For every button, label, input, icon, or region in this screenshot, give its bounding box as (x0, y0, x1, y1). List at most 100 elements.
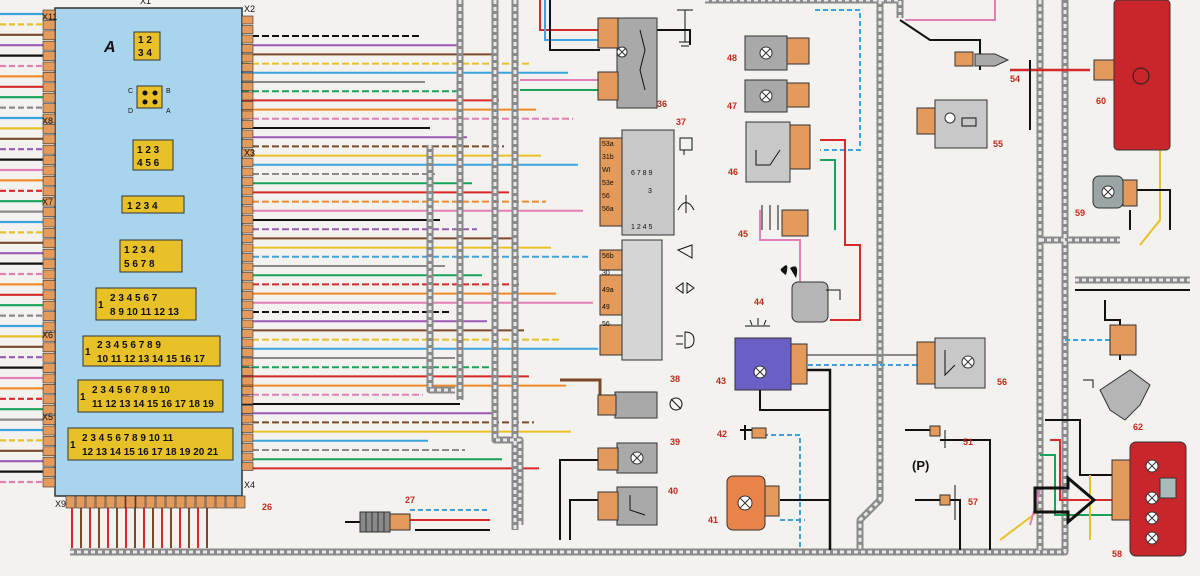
pin (241, 376, 254, 386)
component-55-switch (916, 99, 988, 149)
pin (105, 495, 116, 509)
pin (42, 51, 56, 61)
pin (42, 20, 56, 30)
pin (42, 155, 56, 165)
pin (125, 495, 136, 509)
label-26: 26 (262, 502, 272, 512)
pin (241, 243, 254, 253)
pin (241, 110, 254, 120)
connector-x7-label: X7 (42, 197, 53, 207)
pin (115, 495, 126, 509)
pin (42, 300, 56, 311)
pin (225, 495, 236, 509)
component-60-lamp (1093, 0, 1171, 151)
pin (42, 248, 56, 259)
pin (241, 158, 254, 167)
pin (42, 446, 56, 457)
washer-icon (679, 137, 693, 155)
component-59-lamp (1092, 175, 1138, 209)
right-pin-strip (241, 15, 254, 471)
pinout-13-row1: 2 3 4 5 6 7 (110, 293, 158, 304)
pin (42, 207, 56, 217)
pinout-21-row2: 12 13 14 15 16 17 18 19 20 21 (82, 447, 219, 458)
component-54-sensor (954, 51, 1010, 67)
pin (42, 176, 56, 186)
pin (42, 40, 56, 51)
pin (42, 269, 56, 280)
pinout-21-row1: 2 3 4 5 6 7 8 9 10 11 (82, 433, 174, 444)
block-title: A (103, 39, 116, 56)
pin (241, 53, 254, 63)
pin (241, 72, 254, 82)
label-56: 56 (997, 377, 1007, 387)
component-43-module (734, 318, 808, 391)
pin (42, 113, 56, 124)
pin (241, 101, 254, 110)
pinout-17-lead: 1 (85, 347, 91, 358)
pinout-2x4-row2: 5 6 7 8 (124, 259, 155, 270)
pin (241, 91, 254, 101)
component-27-sensor (345, 511, 411, 533)
pin (195, 495, 206, 509)
pinout-round-c: C (128, 88, 133, 95)
switch37-pin-label: 53e (602, 180, 614, 187)
pin (241, 253, 254, 262)
label-59: 59 (1075, 208, 1085, 218)
pin (241, 367, 254, 376)
switch37-pin-label: 53a (602, 141, 614, 148)
label-36: 36 (657, 99, 667, 109)
pin (241, 25, 254, 34)
connector-x1-label: X1 (140, 0, 151, 6)
pin (42, 196, 56, 207)
pin (241, 452, 254, 462)
pin (42, 61, 56, 72)
pin (175, 495, 186, 509)
pin (241, 386, 254, 395)
pin (42, 280, 56, 290)
component-56-relay (916, 337, 986, 389)
pinout-2x4: 1 2 3 4 5 6 7 8 (119, 239, 183, 273)
pin (42, 436, 56, 446)
component-48-lamp (744, 35, 810, 71)
pin (85, 495, 96, 509)
turn-signal-icon (675, 282, 695, 294)
headlight-icon (676, 331, 695, 349)
label-27: 27 (405, 495, 415, 505)
pinout-13-lead: 1 (98, 300, 104, 311)
switch37-grid-mid: 3 (648, 188, 652, 195)
right-wire-bundle (71, 35, 598, 548)
label-51: 51 (963, 437, 973, 447)
switch37-pin-label: 56 (602, 321, 610, 328)
label-58: 58 (1112, 549, 1122, 559)
pinout-2x4-row1: 1 2 3 4 (124, 245, 155, 256)
pinout-21-lead: 1 (70, 440, 76, 451)
component-45-resistor (761, 205, 809, 237)
label-45: 45 (738, 229, 748, 239)
pinout-19-row2: 11 12 13 14 15 16 17 18 19 (92, 399, 214, 410)
highlight-arrow-icon (1033, 474, 1097, 526)
pin (241, 357, 254, 367)
connector-x5-label: X5 (42, 412, 53, 422)
connector-x9-label: X9 (55, 499, 66, 509)
label-54: 54 (1010, 74, 1020, 84)
pinout-21: 1 2 3 4 5 6 7 8 9 10 11 12 13 14 15 16 1… (67, 427, 234, 461)
pin (42, 404, 56, 415)
pin (42, 30, 56, 41)
component-37-stalk-switch: 6 7 8 9 3 1 2 4 5 53a31bWI53e5656a56b304… (599, 129, 695, 361)
pin (165, 495, 176, 509)
pin (241, 281, 254, 291)
pinout-19-lead: 1 (80, 392, 86, 403)
pin (241, 205, 254, 215)
pin (241, 329, 254, 338)
pinout-17-row1: 2 3 4 5 6 7 8 9 (97, 340, 161, 351)
pin (241, 414, 254, 424)
switch37-pin-label: 49 (602, 304, 610, 311)
pin (241, 167, 254, 177)
pin (42, 165, 56, 176)
switch37-pin-label: WI (602, 167, 611, 174)
pin (42, 186, 56, 197)
pin (241, 215, 254, 224)
pin (241, 348, 254, 357)
